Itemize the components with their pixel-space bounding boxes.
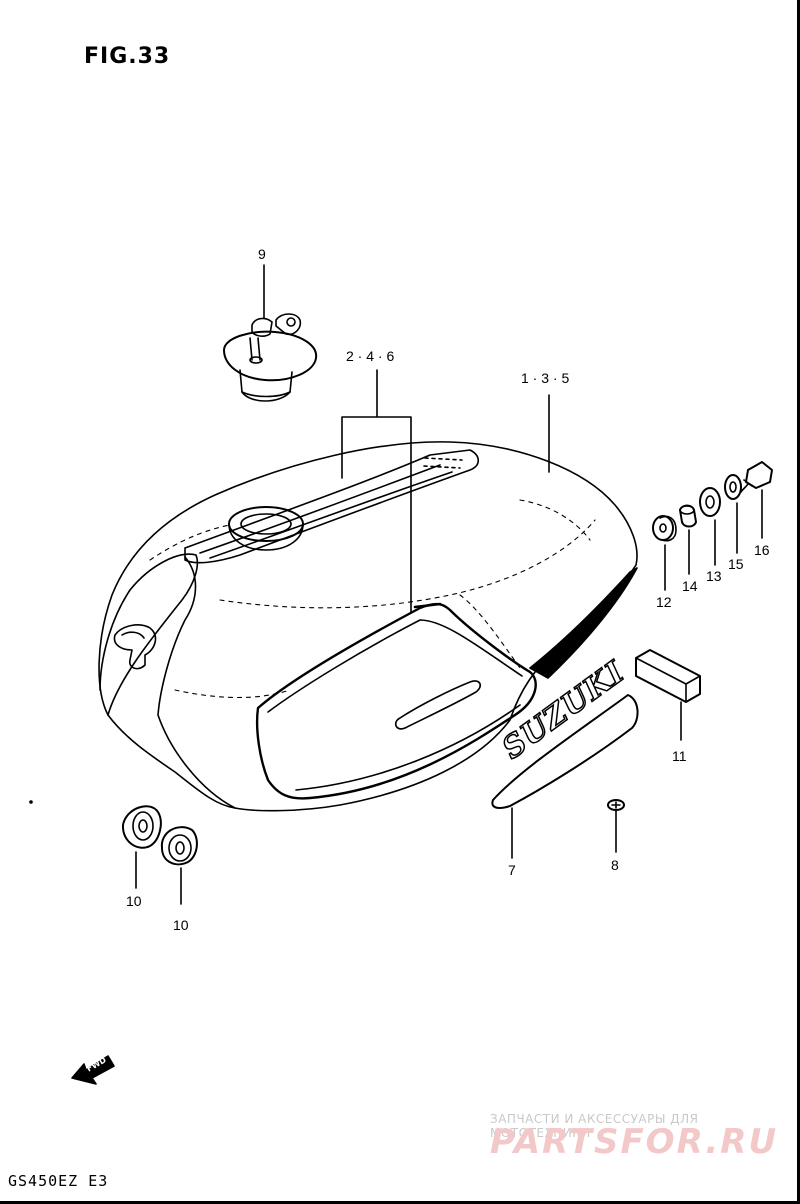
callout-13: 13 [706, 568, 722, 584]
fwd-arrow-icon [71, 1055, 115, 1085]
callout-14: 14 [682, 578, 698, 594]
callout-2-4-6: 2 · 4 · 6 [346, 348, 395, 364]
tank-dampers [121, 805, 198, 905]
callout-8: 8 [611, 857, 619, 873]
callout-10b: 10 [173, 917, 189, 933]
callout-16: 16 [754, 542, 770, 558]
callout-7: 7 [508, 862, 516, 878]
tank-side-trim [529, 567, 638, 679]
model-code: GS450EZ E3 [8, 1172, 109, 1190]
filler-neck [228, 506, 304, 542]
tank-vent-hook [113, 624, 157, 670]
figure-title: FIG.33 [84, 44, 171, 69]
rubber-pad-part [635, 649, 701, 741]
callout-1-3-5: 1 · 3 · 5 [521, 370, 570, 386]
callout-12: 12 [656, 594, 672, 610]
fuel-tank-outline [98, 441, 638, 812]
side-decal-panel [255, 602, 537, 800]
watermark-tagline: ЗАПЧАСТИ И АКСЕССУАРЫ ДЛЯ МОТОТЕХНИКИ [490, 1112, 699, 1140]
knee-recess [99, 553, 199, 716]
tank-top-stripe [184, 449, 480, 564]
mount-hardware [652, 461, 773, 591]
suzuki-emblem [491, 694, 639, 859]
callout-9: 9 [258, 246, 266, 262]
tank-side-slot [394, 680, 482, 730]
fuel-cap-part [223, 313, 318, 402]
watermark-logo: PARTSFOR.RU [490, 1122, 779, 1162]
callout-11: 11 [672, 748, 687, 764]
emblem-screw [607, 799, 625, 853]
leader-2-4-6 [341, 369, 412, 613]
callout-10a: 10 [126, 893, 142, 909]
callout-15: 15 [728, 556, 744, 572]
